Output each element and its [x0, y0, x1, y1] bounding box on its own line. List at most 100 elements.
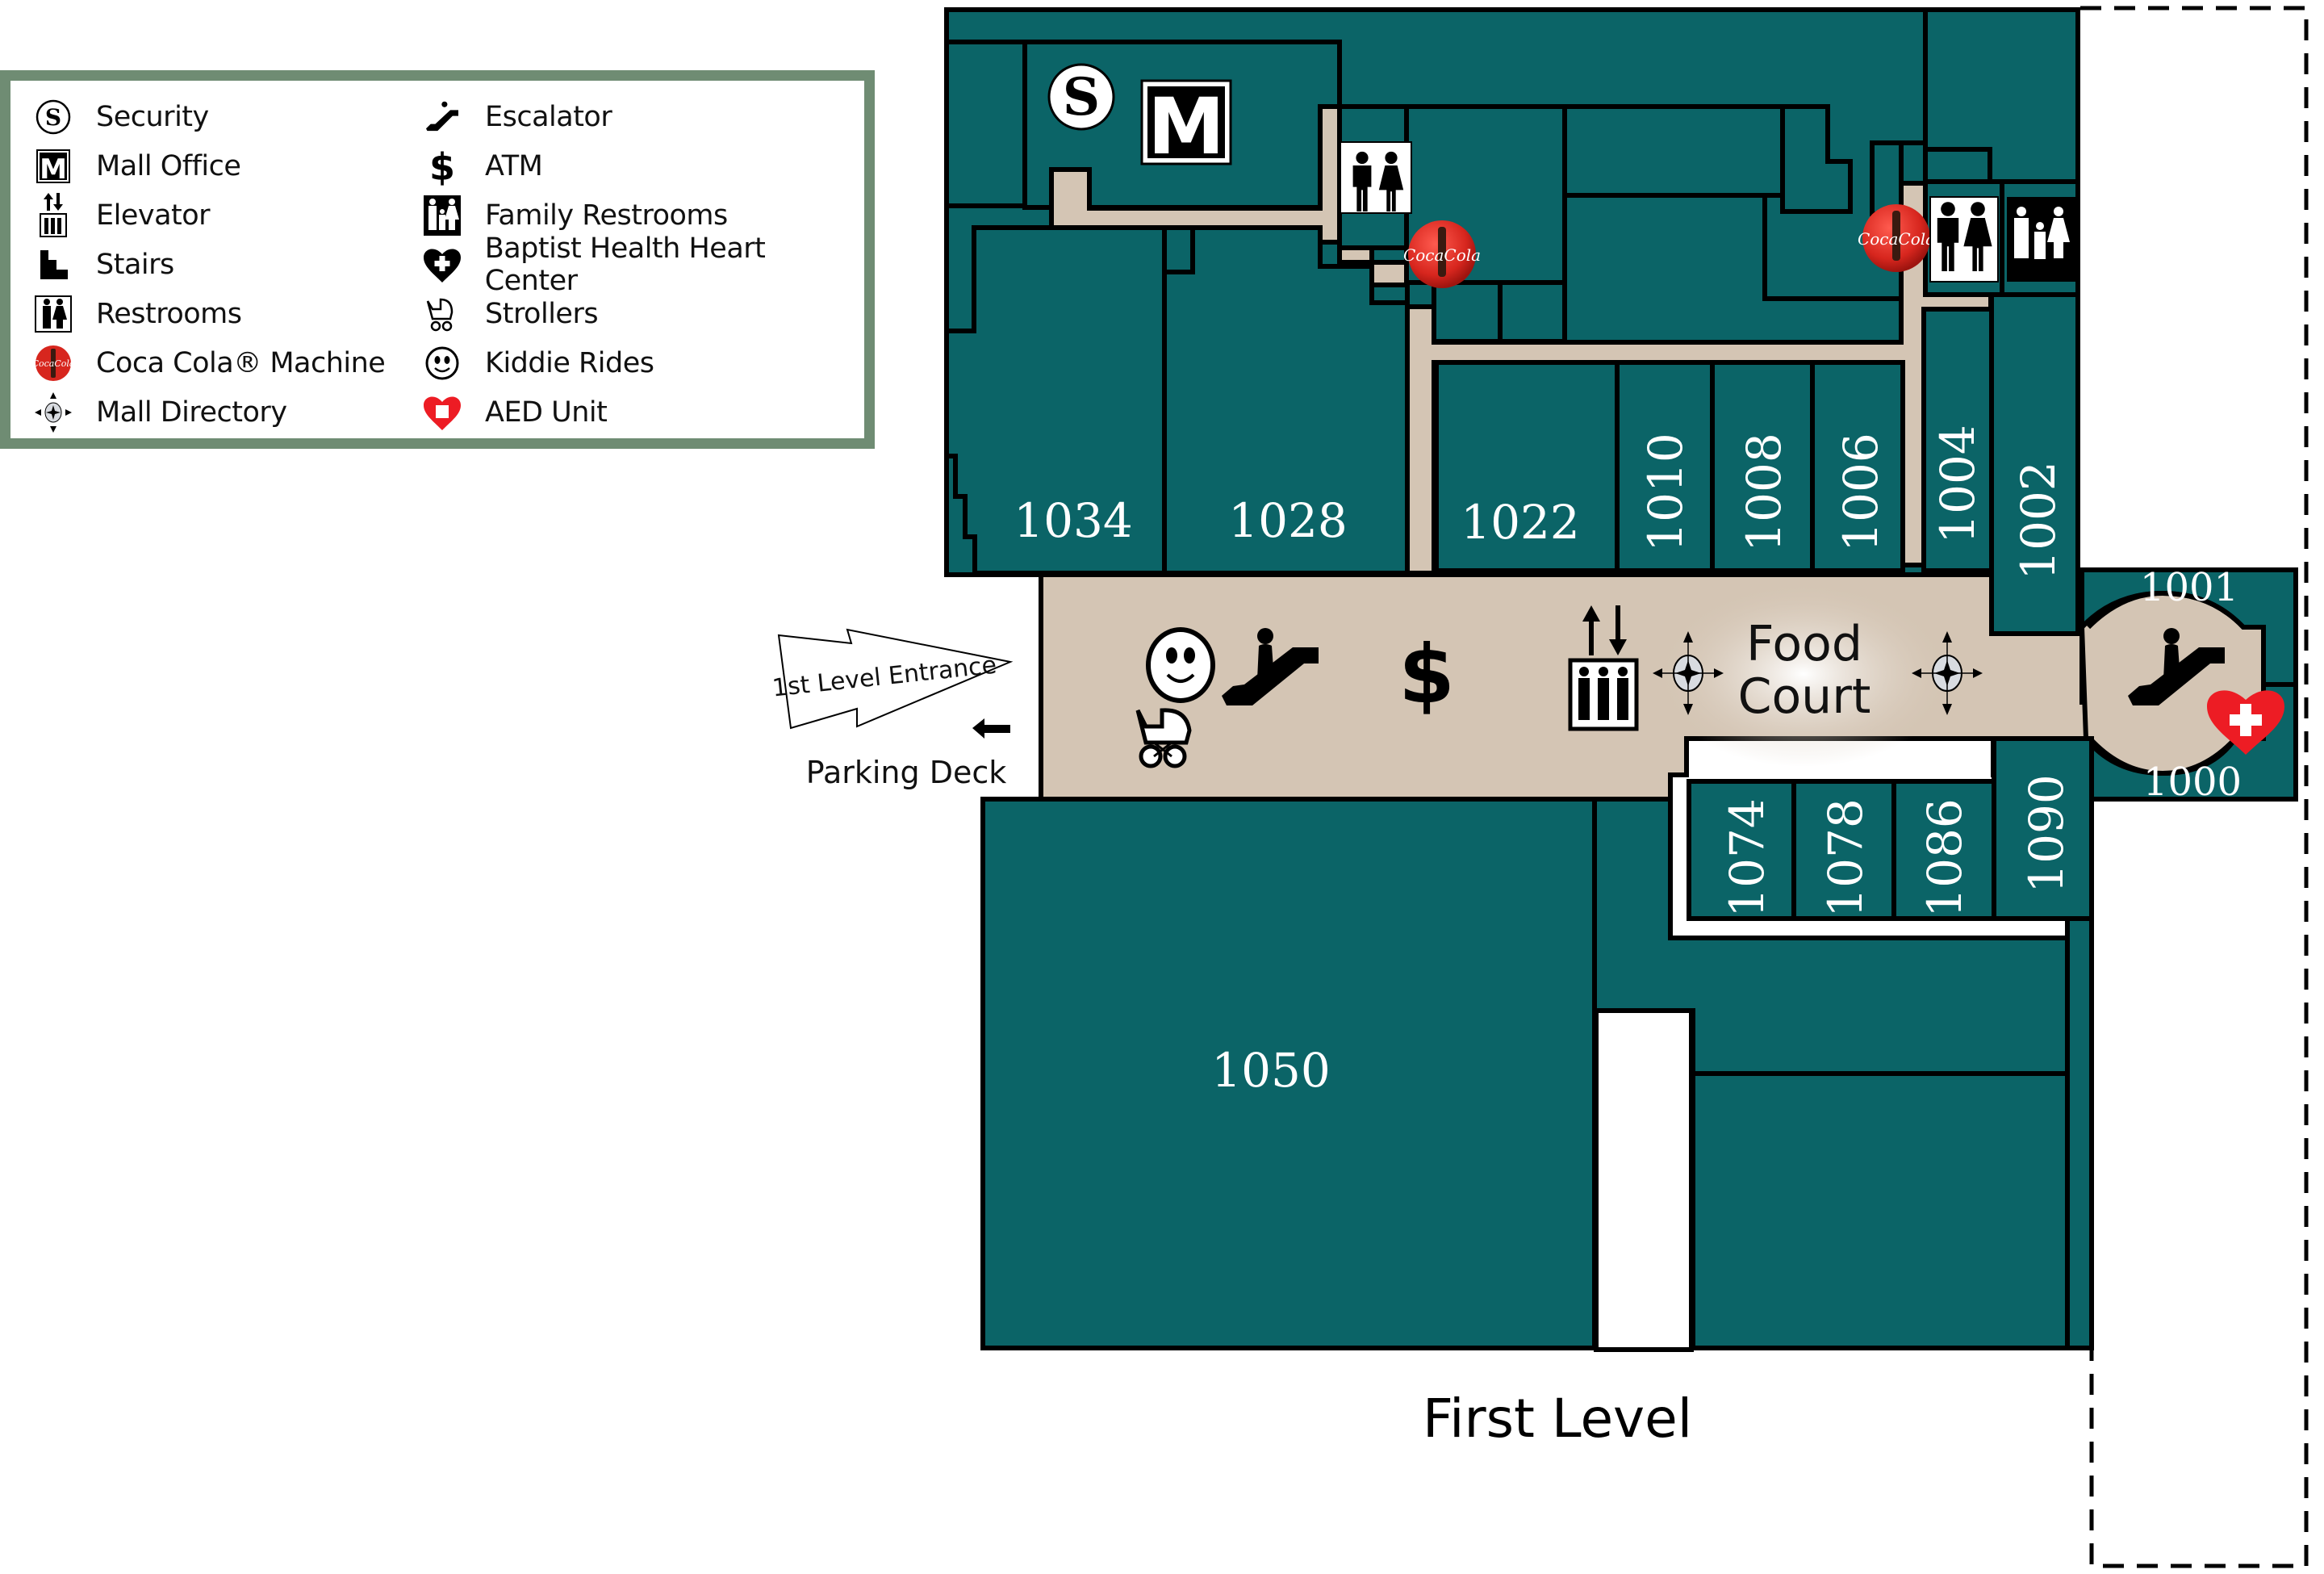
legend-item-strollers: Strollers — [422, 289, 864, 338]
escalator-icon — [422, 97, 462, 137]
food-court-glow — [1654, 581, 1953, 767]
legend-item-restrooms: Restrooms — [33, 289, 385, 338]
restrooms-icon[interactable] — [1929, 196, 1999, 283]
legend-item-family-restrooms: Family Restrooms — [422, 190, 864, 240]
svg-text:M: M — [40, 153, 67, 184]
legend-label: Restrooms — [96, 297, 242, 330]
legend-label: Coca Cola® Machine — [96, 346, 386, 379]
stairs-icon — [33, 245, 73, 285]
store-top-left-c[interactable] — [944, 40, 1027, 208]
store-upper-mid-c[interactable] — [1498, 280, 1567, 344]
store-1004[interactable] — [1921, 307, 1994, 573]
unit-label-1002: 1002 — [2011, 461, 2066, 580]
restrooms-icon[interactable] — [1340, 141, 1412, 214]
heart-center-icon — [422, 245, 462, 285]
legend-label: Stairs — [96, 248, 174, 281]
mall-office-icon[interactable]: M — [1140, 79, 1232, 172]
escalator-lobby-outline-bottom — [2088, 736, 2238, 777]
family-restrooms-icon — [422, 195, 462, 236]
parking-deck-label: Parking Deck — [806, 755, 1007, 790]
legend-column-right: Escalator $ ATM Family Restrooms Baptist… — [422, 92, 864, 437]
legend-label: AED Unit — [485, 396, 608, 429]
legend-item-mall-office: M Mall Office — [33, 141, 385, 190]
store-upper-right-small[interactable] — [1923, 147, 1992, 184]
store-upper-mid-g[interactable] — [1870, 140, 1904, 216]
store-upper-mid-b[interactable] — [1432, 280, 1503, 344]
legend-column-left: S Security M Mall Office Elevator Stairs — [33, 92, 386, 437]
legend-item-mall-directory: Mall Directory — [33, 387, 385, 437]
legend-item-aed: AED Unit — [422, 387, 864, 437]
stroller-icon[interactable] — [1135, 708, 1192, 768]
svg-text:$: $ — [429, 146, 455, 186]
escalator-lobby-outline-top — [2086, 590, 2266, 682]
lower-right-strip — [2065, 916, 2094, 1350]
legend-label: Family Restrooms — [485, 199, 728, 232]
legend-label: Mall Directory — [96, 396, 287, 429]
family-restrooms-icon[interactable] — [2007, 197, 2076, 282]
parking-arrow-icon — [972, 718, 1010, 739]
mall-directory-icon — [33, 391, 73, 433]
unit-label-1001: 1001 — [2140, 565, 2238, 610]
legend-item-elevator: Elevator — [33, 190, 385, 240]
unit-label-1090: 1090 — [2019, 774, 2074, 894]
food-court-label-line1: Food — [1746, 616, 1862, 672]
store-1050[interactable] — [980, 797, 1597, 1350]
office-glyph: M — [1147, 82, 1225, 172]
legend-item-kiddie-rides: Kiddie Rides — [422, 338, 864, 387]
store-upper-mid-e[interactable] — [1562, 193, 1904, 345]
legend-item-escalator: Escalator — [422, 92, 864, 141]
legend-label: Escalator — [485, 100, 612, 133]
unit-label-1010: 1010 — [1638, 433, 1693, 552]
legend-label: Security — [96, 100, 209, 133]
elevator-icon — [33, 192, 73, 237]
legend-label: ATM — [485, 149, 543, 182]
kiddie-rides-icon — [422, 343, 462, 383]
elevator-icon[interactable] — [1568, 605, 1639, 731]
aed-icon[interactable] — [2207, 690, 2284, 755]
aed-icon — [422, 392, 462, 433]
mall-office-icon: M — [33, 146, 73, 186]
store-1022[interactable] — [1434, 360, 1620, 573]
restrooms-icon — [33, 294, 73, 334]
legend-label: Kiddie Rides — [485, 346, 654, 379]
unit-label-1078: 1078 — [1818, 798, 1873, 918]
stroller-icon — [422, 294, 462, 334]
store-lower-right[interactable] — [1691, 1071, 2070, 1350]
atm-icon[interactable]: $ — [1398, 627, 1455, 722]
store-upper-mid-f[interactable] — [1780, 104, 1853, 214]
legend-label: Baptist Health Heart Center — [484, 232, 766, 297]
legend-label: Mall Office — [96, 149, 241, 182]
store-upper-mid-h[interactable] — [1899, 140, 1928, 186]
unit-label-1022: 1022 — [1461, 495, 1580, 550]
security-icon: S — [33, 97, 73, 137]
food-court-label-line2: Court — [1738, 668, 1871, 725]
service-notch — [1594, 1008, 1694, 1352]
unit-label-1028: 1028 — [1228, 493, 1348, 548]
store-1010[interactable] — [1615, 360, 1715, 573]
legend-label: Elevator — [96, 199, 211, 232]
unit-label-1034: 1034 — [1014, 493, 1133, 548]
store-1006[interactable] — [1810, 360, 1905, 573]
unit-label-1050: 1050 — [1211, 1043, 1331, 1098]
unit-label-1008: 1008 — [1737, 433, 1791, 552]
unit-label-1006: 1006 — [1833, 433, 1888, 552]
unit-label-1086: 1086 — [1917, 798, 1972, 918]
legend-item-heart-center: Baptist Health Heart Center — [422, 232, 864, 297]
unit-label-1000: 1000 — [2143, 760, 2242, 805]
legend-item-atm: $ ATM — [422, 141, 864, 190]
kiddie-rides-icon[interactable] — [1146, 627, 1215, 703]
store-upper-mid-d[interactable] — [1562, 104, 1785, 198]
security-icon[interactable]: S — [1047, 63, 1115, 131]
entrance-arrow[interactable]: 1st Level Entrance — [771, 628, 1014, 730]
unit-label-1004: 1004 — [1930, 425, 1985, 544]
svg-text:S: S — [45, 104, 61, 131]
future-expansion-boundary — [2080, 6, 2309, 1568]
store-1086[interactable] — [1891, 779, 1996, 921]
store-1090[interactable] — [1992, 736, 2094, 921]
security-glyph: S — [1063, 67, 1100, 128]
legend-item-security: S Security — [33, 92, 385, 141]
